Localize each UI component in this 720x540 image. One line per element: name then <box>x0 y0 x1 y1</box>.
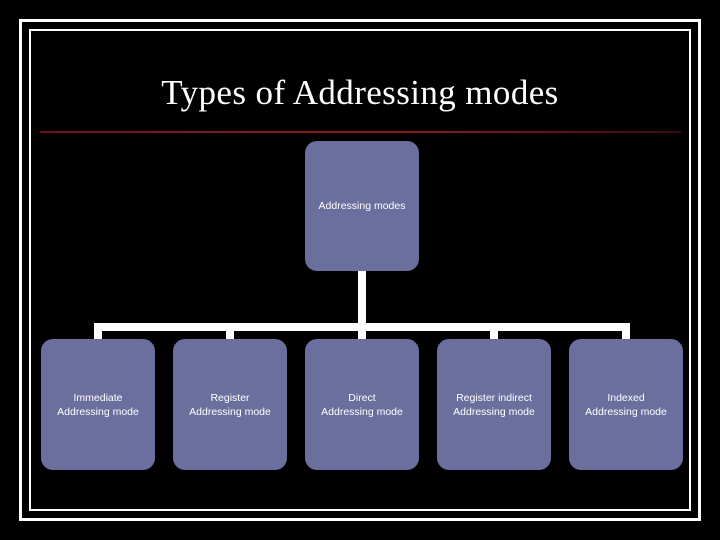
slide-frame-outer <box>19 19 701 521</box>
page-title: Types of Addressing modes <box>161 73 559 112</box>
connector-drop-2 <box>226 323 234 343</box>
diagram-node-register: Register Addressing mode <box>173 339 287 470</box>
connector-drop-5 <box>622 323 630 343</box>
diagram-node-root: Addressing modes <box>305 141 419 271</box>
connector-root-vertical <box>358 271 366 327</box>
diagram-node-direct-label: Direct Addressing mode <box>321 391 403 418</box>
connector-drop-1 <box>94 323 102 343</box>
connector-drop-3 <box>358 323 366 343</box>
connector-drop-4 <box>490 323 498 343</box>
diagram-node-root-label: Addressing modes <box>318 200 406 212</box>
diagram-node-indexed-label: Indexed Addressing mode <box>585 391 667 418</box>
diagram-node-immediate-label: Immediate Addressing mode <box>57 391 139 418</box>
slide-frame-inner <box>29 29 691 511</box>
diagram-node-direct: Direct Addressing mode <box>305 339 419 470</box>
diagram-node-register-indirect-label: Register indirect Addressing mode <box>453 391 535 418</box>
title-divider <box>40 131 681 133</box>
diagram-node-indexed: Indexed Addressing mode <box>569 339 683 470</box>
diagram-node-register-label: Register Addressing mode <box>189 391 271 418</box>
diagram-node-register-indirect: Register indirect Addressing mode <box>437 339 551 470</box>
diagram-node-immediate: Immediate Addressing mode <box>41 339 155 470</box>
